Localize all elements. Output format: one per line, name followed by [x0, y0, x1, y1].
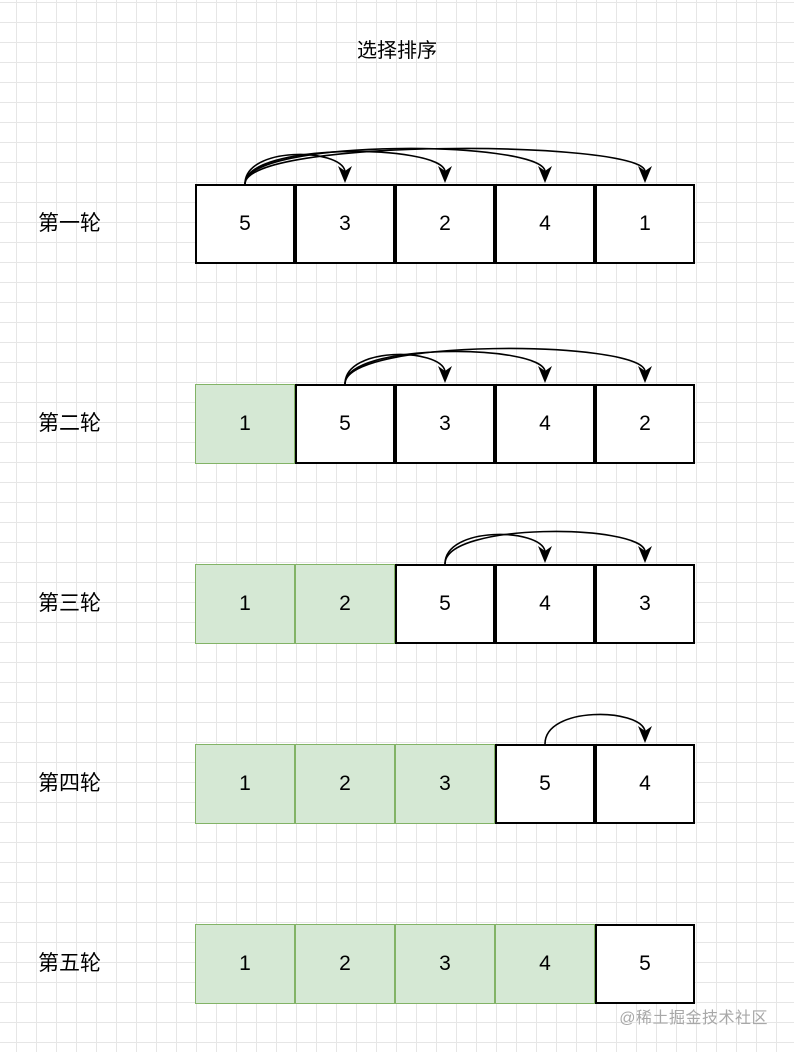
- arrowhead: [438, 166, 452, 183]
- round-label-4: 第四轮: [38, 772, 101, 795]
- array-cell: 4: [495, 184, 595, 264]
- array-cell: 4: [495, 564, 595, 644]
- array-cell: 1: [195, 384, 295, 464]
- comparison-arrow: [344, 353, 446, 385]
- array-cell: 5: [295, 384, 395, 464]
- watermark: @稀土掘金技术社区: [619, 1010, 768, 1027]
- array-cell: 2: [295, 744, 395, 824]
- array-cell: 3: [295, 184, 395, 264]
- array-cell: 2: [395, 184, 495, 264]
- array-cell: 3: [395, 924, 495, 1004]
- comparison-arrow: [244, 147, 546, 185]
- comparison-arrow: [244, 147, 646, 185]
- comparison-arrow: [544, 713, 646, 745]
- array-cell: 2: [595, 384, 695, 464]
- array-cell: 5: [395, 564, 495, 644]
- array-cell: 1: [195, 564, 295, 644]
- array-cell: 4: [495, 924, 595, 1004]
- array-cell: 5: [195, 184, 295, 264]
- round-label-5: 第五轮: [38, 952, 101, 975]
- arrowhead: [638, 726, 652, 743]
- array-cell: 3: [395, 744, 495, 824]
- array-cell: 4: [595, 744, 695, 824]
- round-label-2: 第二轮: [38, 412, 101, 435]
- array-cell: 5: [495, 744, 595, 824]
- arrowhead: [338, 166, 352, 183]
- arrowhead: [538, 166, 552, 183]
- arrowhead: [538, 366, 552, 383]
- diagram-title: 选择排序: [357, 40, 437, 62]
- arrowhead: [638, 166, 652, 183]
- array-cell: 2: [295, 924, 395, 1004]
- arrowhead: [438, 366, 452, 383]
- array-cell: 1: [195, 744, 295, 824]
- comparison-arrow: [444, 530, 646, 565]
- comparison-arrow: [244, 153, 346, 185]
- array-cell: 1: [595, 184, 695, 264]
- comparison-arrow: [444, 533, 546, 565]
- array-cell: 3: [395, 384, 495, 464]
- arrowhead: [638, 366, 652, 383]
- arrowhead: [638, 546, 652, 563]
- array-cell: 2: [295, 564, 395, 644]
- array-cell: 5: [595, 924, 695, 1004]
- arrowhead: [538, 546, 552, 563]
- comparison-arrow: [344, 347, 646, 385]
- array-cell: 3: [595, 564, 695, 644]
- round-label-3: 第三轮: [38, 592, 101, 615]
- round-label-1: 第一轮: [38, 212, 101, 235]
- array-cell: 1: [195, 924, 295, 1004]
- array-cell: 4: [495, 384, 595, 464]
